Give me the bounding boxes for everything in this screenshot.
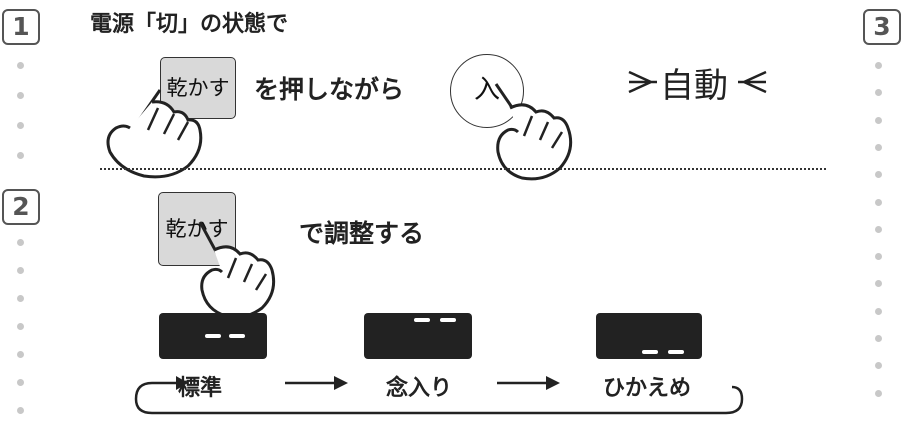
guide-dot <box>875 280 882 288</box>
pointing-hand-icon-step2 <box>198 221 276 319</box>
guide-dot <box>17 267 24 274</box>
guide-dot <box>875 335 882 342</box>
mode-label-light: ひかえめ <box>603 376 692 401</box>
guide-dot <box>17 379 24 386</box>
auto-label: 自動 <box>660 66 728 106</box>
step1-heading: 電源「切」の状態で <box>90 12 289 37</box>
guide-dot <box>875 362 882 370</box>
step-number-2: 2 <box>2 189 40 225</box>
guide-dot <box>875 116 882 124</box>
blink-left-icon <box>628 70 657 94</box>
section-divider <box>100 168 826 170</box>
guide-dot <box>875 225 882 233</box>
adjust-text: で調整する <box>299 219 425 248</box>
guide-dot <box>875 253 882 261</box>
pointing-hand-icon <box>106 89 203 179</box>
guide-dot <box>17 152 24 159</box>
blink-right-icon <box>738 70 767 94</box>
guide-dot <box>875 389 882 397</box>
guide-dot <box>875 89 882 97</box>
mode-label-standard: 標準 <box>178 376 223 401</box>
mode-label-thorough: 念入り <box>386 376 453 401</box>
guide-dot <box>17 323 24 330</box>
guide-dot <box>875 62 882 69</box>
display-thorough <box>364 313 472 359</box>
guide-dot <box>17 239 24 246</box>
guide-dot <box>875 143 882 151</box>
step-number-3: 3 <box>863 9 901 45</box>
guide-dot <box>17 351 24 358</box>
guide-dot <box>17 62 24 69</box>
guide-dot <box>17 122 24 129</box>
step-number-1: 1 <box>2 9 40 45</box>
power-on-button[interactable]: 入 <box>450 54 524 128</box>
guide-dot <box>875 307 882 315</box>
guide-dot <box>17 92 24 99</box>
guide-dot <box>17 407 24 414</box>
guide-dot <box>17 295 24 302</box>
guide-dot <box>875 171 882 179</box>
while-pressing-text: を押しながら <box>254 75 405 104</box>
display-light <box>596 313 702 359</box>
dry-button[interactable]: 乾かす <box>160 57 236 119</box>
guide-dot <box>875 198 882 206</box>
display-standard <box>159 313 267 359</box>
